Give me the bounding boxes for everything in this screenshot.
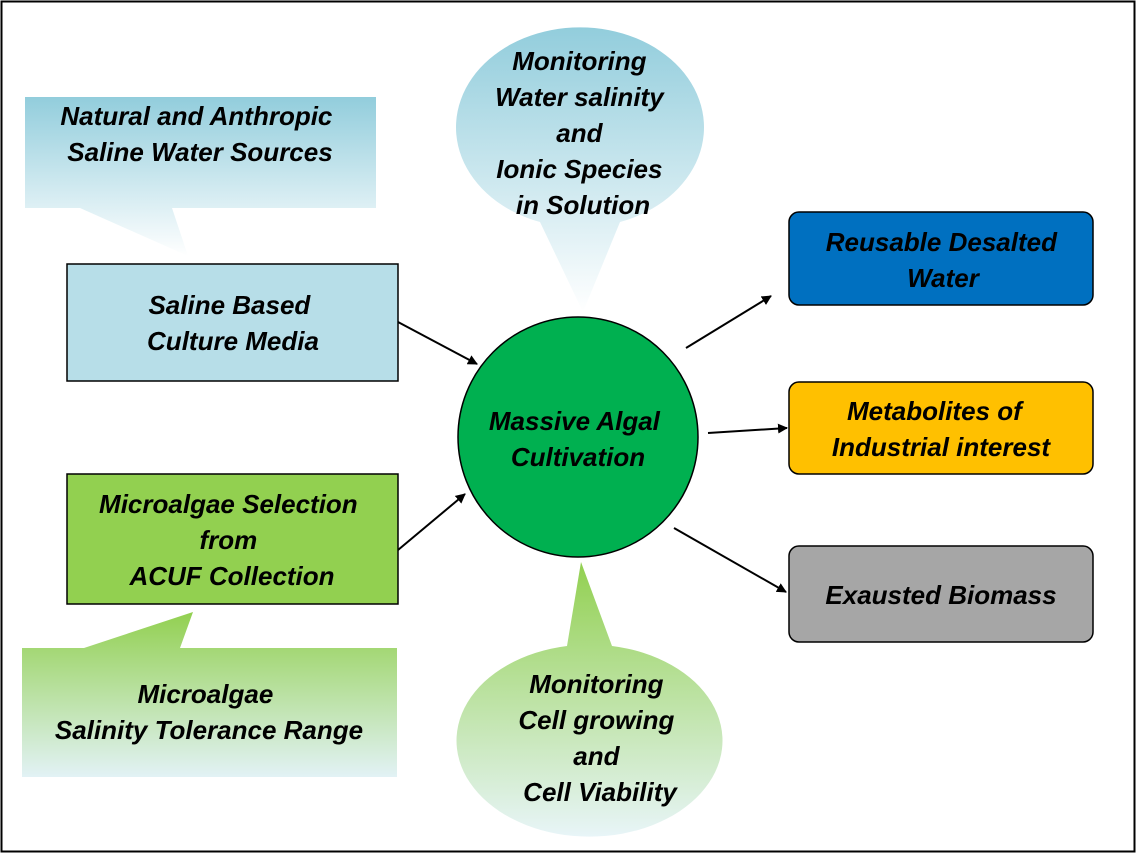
arrow-selection-to-cultivation <box>397 493 466 551</box>
output-desalted-water-box <box>788 211 1094 306</box>
callout-monitoring-salinity: Monitoring Water salinity and Ionic Spec… <box>456 27 704 313</box>
callout-saline-water-sources: Natural and Anthropic Saline Water Sourc… <box>25 97 376 256</box>
output-exausted-biomass-box <box>788 545 1094 643</box>
callout-salinity-tolerance: Microalgae Salinity Tolerance Range <box>22 612 397 777</box>
center-circle <box>457 316 699 558</box>
arrow-to-metabolites <box>707 423 788 434</box>
output-exausted-biomass-text: Exausted Biomass <box>825 580 1056 610</box>
arrow-media-to-cultivation <box>397 321 478 365</box>
output-metabolites-text: Metabolites of Industrial interest <box>832 396 1051 462</box>
center-massive-algal-cultivation: Massive Algal Cultivation <box>457 316 699 558</box>
callout-salinity-tolerance-shape <box>22 612 397 777</box>
callout-monitoring-cells-text: Monitoring Cell growing and Cell Viabili… <box>518 669 681 807</box>
input-saline-culture-media: Saline Based Culture Media <box>66 263 399 382</box>
arrow-to-exausted-biomass <box>673 527 787 593</box>
arrow-to-desalted-water <box>685 295 772 349</box>
input-saline-culture-media-box <box>66 263 399 382</box>
callout-monitoring-cells: Monitoring Cell growing and Cell Viabili… <box>456 562 723 837</box>
input-microalgae-selection-box <box>66 473 399 605</box>
output-desalted-water-text: Reusable Desalted Water <box>826 227 1064 293</box>
callout-monitoring-salinity-shape <box>456 27 704 313</box>
input-microalgae-selection: Microalgae Selection from ACUF Collectio… <box>66 473 399 605</box>
output-exausted-biomass: Exausted Biomass <box>788 545 1094 643</box>
callout-monitoring-salinity-text: Monitoring Water salinity and Ionic Spec… <box>495 46 671 220</box>
callout-monitoring-cells-shape <box>456 562 723 837</box>
input-saline-culture-media-text: Saline Based Culture Media <box>147 290 319 356</box>
callout-saline-water-sources-shape <box>25 97 376 256</box>
output-metabolites: Metabolites of Industrial interest <box>788 381 1094 475</box>
center-text: Massive Algal Cultivation <box>489 406 667 472</box>
output-desalted-water: Reusable Desalted Water <box>788 211 1094 306</box>
input-microalgae-selection-text: Microalgae Selection from ACUF Collectio… <box>99 489 365 591</box>
output-metabolites-box <box>788 381 1094 475</box>
callout-saline-water-sources-text: Natural and Anthropic Saline Water Sourc… <box>60 101 339 167</box>
callout-salinity-tolerance-text: Microalgae Salinity Tolerance Range <box>55 679 363 745</box>
